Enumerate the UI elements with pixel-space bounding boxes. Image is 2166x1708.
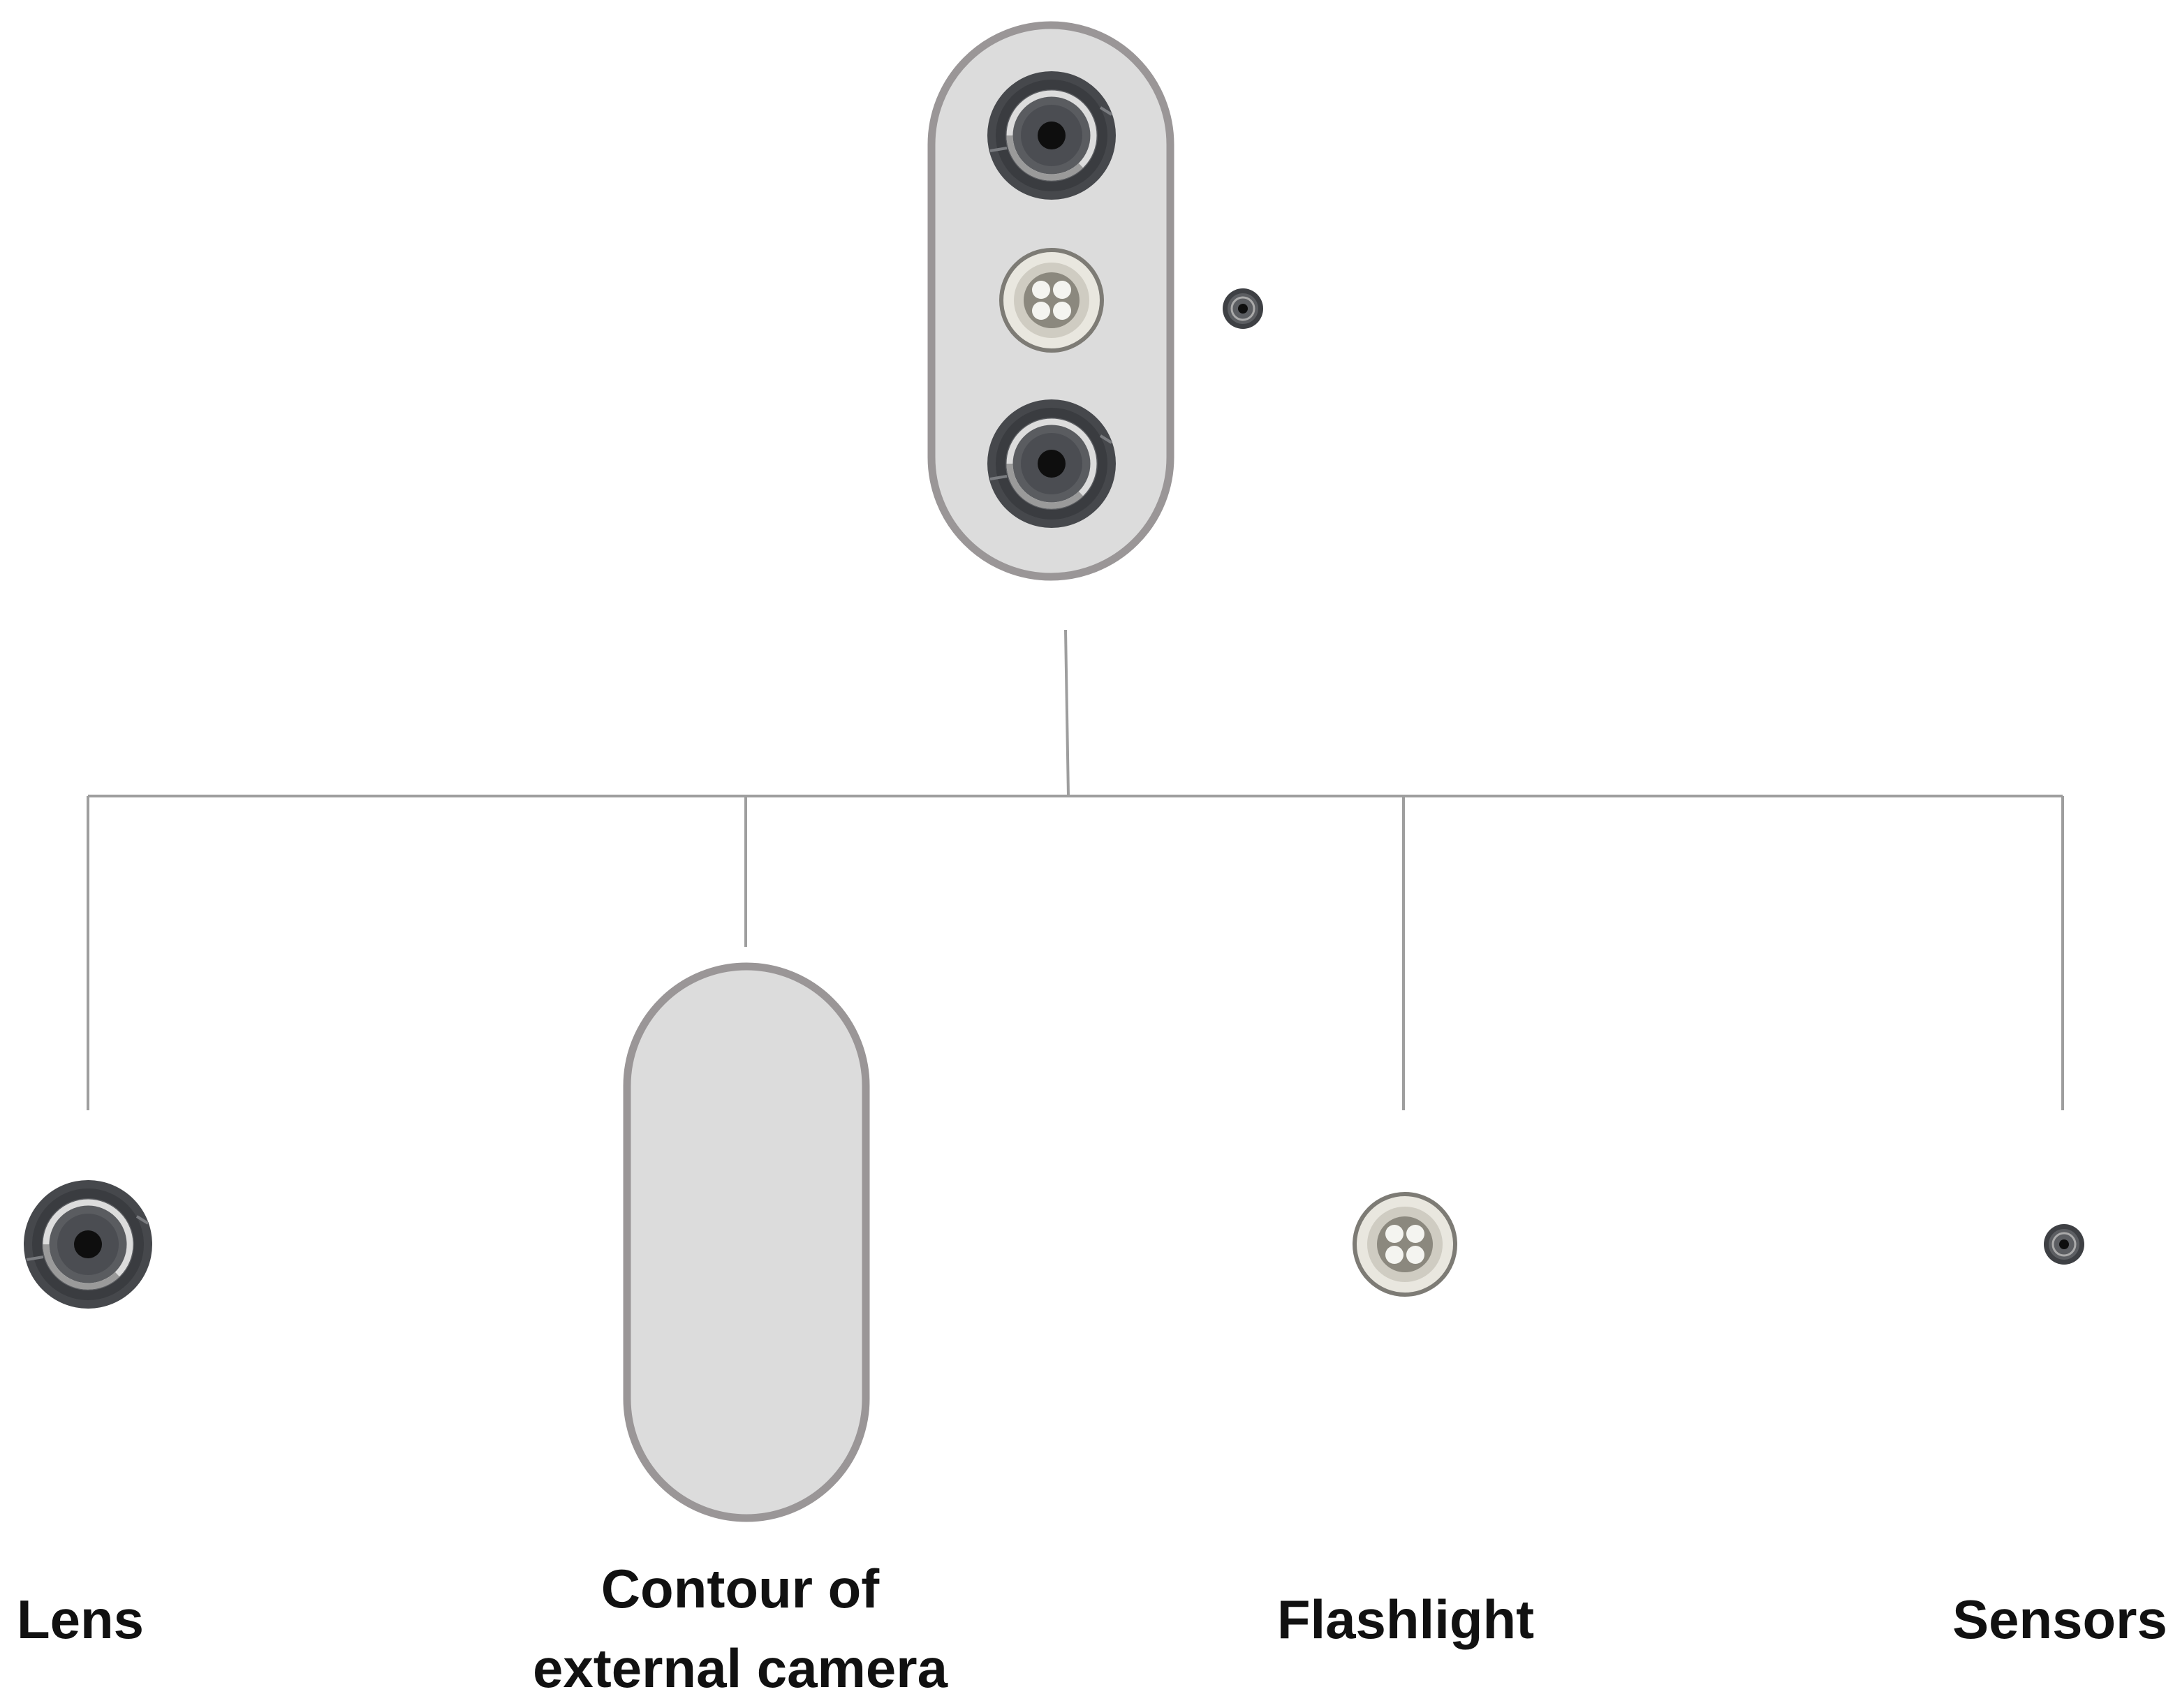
module-top-lens-icon	[987, 71, 1116, 200]
module-bottom-lens-icon	[987, 399, 1116, 528]
label-contour-of-external-camera: Contour of external camera	[532, 1558, 948, 1699]
label-sensors: Sensors	[1952, 1589, 2166, 1650]
label-lens: Lens	[17, 1589, 145, 1650]
assembled-camera-module	[927, 21, 1265, 581]
connector-stem	[1064, 629, 1070, 797]
camera-lens-icon	[24, 1180, 152, 1309]
module-flash-icon	[1001, 250, 1102, 351]
pill-contour-icon	[623, 962, 870, 1522]
tree-connectors	[87, 629, 2064, 1110]
module-sensor-icon	[1221, 287, 1265, 330]
label-flashlight: Flashlight	[1276, 1589, 1535, 1650]
sensor-dot-icon	[2042, 1223, 2086, 1266]
led-flash-icon	[1355, 1194, 1455, 1295]
